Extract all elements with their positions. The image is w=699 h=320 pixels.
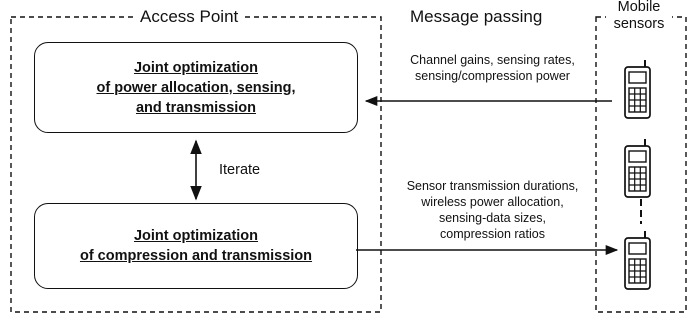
mobile-phone-icon — [624, 139, 651, 198]
mobile-phone-icon — [624, 60, 651, 119]
box-top-line-2: of power allocation, sensing, — [96, 79, 296, 96]
uplink-line-1: Channel gains, sensing rates, — [410, 53, 575, 67]
downlink-line-2: wireless power allocation, — [421, 195, 564, 209]
power-sensing-transmission-box: Joint optimization of power allocation, … — [34, 42, 358, 133]
downlink-line-4: compression ratios — [440, 227, 545, 241]
downlink-line-1: Sensor transmission durations, — [406, 179, 579, 193]
downlink-line-3: sensing-data sizes, — [438, 211, 546, 225]
box-top-line-3: and transmission — [135, 99, 257, 116]
uplink-message-text: Channel gains, sensing rates, sensing/co… — [380, 52, 605, 84]
box-bottom-line-2: of compression and transmission — [79, 248, 313, 264]
mobile-sensors-title-line-2: sensors — [613, 16, 665, 32]
uplink-line-2: sensing/compression power — [415, 69, 570, 83]
downlink-message-text: Sensor transmission durations, wireless … — [380, 178, 605, 242]
iterate-label: Iterate — [219, 162, 261, 178]
message-passing-title: Message passing — [410, 7, 543, 26]
mobile-phone-icon — [624, 231, 651, 290]
box-top-line-1: Joint optimization — [133, 59, 259, 76]
mobile-sensors-title-line-1: Mobile — [617, 0, 661, 15]
access-point-title: Access Point — [134, 7, 245, 27]
compression-transmission-box: Joint optimization of compression and tr… — [34, 203, 358, 289]
mobile-sensors-title: Mobile sensors — [606, 0, 672, 33]
box-bottom-line-1: Joint optimization — [133, 228, 259, 244]
